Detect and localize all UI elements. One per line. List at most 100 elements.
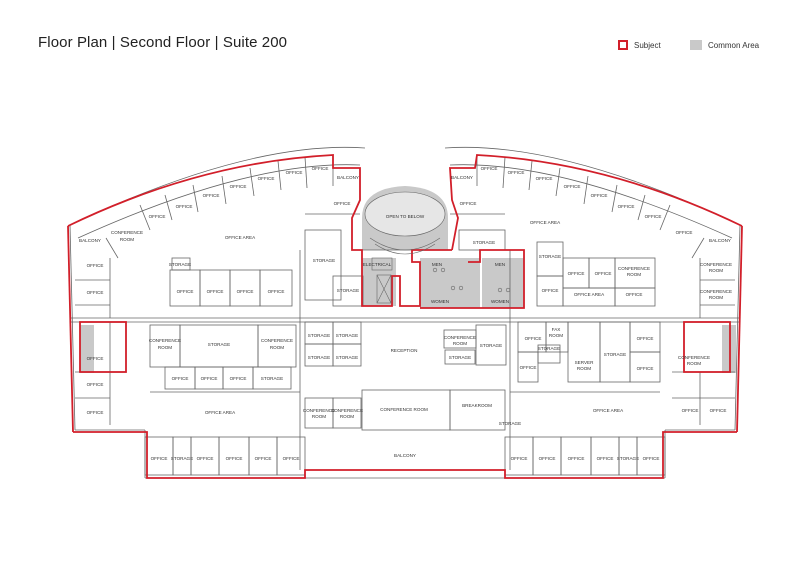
room-office-r2: OFFICE xyxy=(508,170,525,175)
common-area-swatch xyxy=(690,40,702,50)
room-office-r3: OFFICE xyxy=(536,176,553,181)
room-office-r9: OFFICE xyxy=(460,201,477,206)
room-office-b1: OFFICE xyxy=(151,456,168,461)
room-labels: BALCONY CONFERENCE ROOM OFFICE OFFICE OF… xyxy=(79,166,732,461)
room-office-m2: OFFICE xyxy=(201,376,218,381)
room-office-b8: OFFICE xyxy=(539,456,556,461)
room-conference-c2: CONFERENCE xyxy=(331,408,363,413)
room-men-right: MEN xyxy=(495,262,505,267)
room-women-right: WOMEN xyxy=(491,299,509,304)
room-conference-e3: CONFERENCE xyxy=(678,355,710,360)
room-office-area-nw: OFFICE AREA xyxy=(225,235,256,240)
room-breakroom: BREAKROOM xyxy=(462,403,492,408)
room-office-l5: OFFICE xyxy=(258,176,275,181)
subject-outline xyxy=(67,154,743,479)
room-office-e8: OFFICE xyxy=(637,366,654,371)
room-conference-c1b: ROOM xyxy=(312,414,326,419)
room-office-area-se: OFFICE AREA xyxy=(593,408,624,413)
room-conference-mid-left-1: CONFERENCE xyxy=(149,338,181,343)
room-office-row3: OFFICE xyxy=(237,289,254,294)
room-conference-room-center: CONFERENCE ROOM xyxy=(380,407,428,412)
room-fax-room-2: ROOM xyxy=(549,333,563,338)
room-storage-b2: STORAGE xyxy=(171,456,193,461)
room-storage-ne: STORAGE xyxy=(539,254,561,259)
room-office-b5: OFFICE xyxy=(255,456,272,461)
room-conference-e3b: ROOM xyxy=(687,361,701,366)
room-storage-small-nw: STORAGE xyxy=(169,262,191,267)
room-office-e10: OFFICE xyxy=(710,408,727,413)
room-office-w5: OFFICE xyxy=(87,410,104,415)
room-office-l4: OFFICE xyxy=(230,184,247,189)
page-title: Floor Plan | Second Floor | Suite 200 xyxy=(38,34,288,51)
room-conference-ne1b: ROOM xyxy=(627,272,641,277)
room-office-area-ne: OFFICE AREA xyxy=(530,220,561,225)
room-balcony-left: BALCONY xyxy=(79,238,101,243)
room-office-row1: OFFICE xyxy=(177,289,194,294)
room-conference-c3b: ROOM xyxy=(453,341,467,346)
room-office-b10: OFFICE xyxy=(597,456,614,461)
room-storage-nw: STORAGE xyxy=(313,258,335,263)
room-balcony-bottom: BALCONY xyxy=(394,453,416,458)
room-storage-c4: STORAGE xyxy=(336,355,358,360)
room-conference-left-1: CONFERENCE xyxy=(111,230,143,235)
room-office-e7: OFFICE xyxy=(637,336,654,341)
room-office-ne2: OFFICE xyxy=(595,271,612,276)
room-conference-e1: CONFERENCE xyxy=(700,262,732,267)
room-office-ne3: OFFICE xyxy=(542,288,559,293)
room-conference-ne1: CONFERENCE xyxy=(618,266,650,271)
room-office-w1: OFFICE xyxy=(87,263,104,268)
room-conference-left-2: ROOM xyxy=(120,237,134,242)
room-office-l1: OFFICE xyxy=(149,214,166,219)
room-storage-nw2: STORAGE xyxy=(337,288,359,293)
room-office-r6: OFFICE xyxy=(618,204,635,209)
room-office-l7: OFFICE xyxy=(312,166,329,171)
room-office-b4: OFFICE xyxy=(226,456,243,461)
room-conference-e2: CONFERENCE xyxy=(700,289,732,294)
room-storage-c2: STORAGE xyxy=(336,333,358,338)
room-office-m1: OFFICE xyxy=(172,376,189,381)
room-office-m3: OFFICE xyxy=(230,376,247,381)
room-office-e5: OFFICE xyxy=(520,365,537,370)
room-office-b12: OFFICE xyxy=(643,456,660,461)
room-storage-e6: STORAGE xyxy=(604,352,626,357)
room-storage-se: STORAGE xyxy=(499,421,521,426)
room-storage-b11: STORAGE xyxy=(617,456,639,461)
subject-swatch xyxy=(618,40,628,50)
room-conference-c1: CONFERENCE xyxy=(303,408,335,413)
room-conference-e1b: ROOM xyxy=(709,268,723,273)
legend-common-area: Common Area xyxy=(690,40,759,50)
room-conference-mid-left-4: ROOM xyxy=(270,345,284,350)
room-fax-room-1: FAX xyxy=(552,327,561,332)
room-office-b3: OFFICE xyxy=(197,456,214,461)
room-balcony-top-right: BALCONY xyxy=(451,175,473,180)
room-women-left: WOMEN xyxy=(431,299,449,304)
room-office-l8: OFFICE xyxy=(334,201,351,206)
room-storage-c6: STORAGE xyxy=(449,355,471,360)
room-conference-c2b: ROOM xyxy=(340,414,354,419)
room-office-ne4: OFFICE xyxy=(626,292,643,297)
room-conference-mid-left-3: CONFERENCE xyxy=(261,338,293,343)
room-storage-m4: STORAGE xyxy=(261,376,283,381)
room-men-left: MEN xyxy=(432,262,442,267)
room-office-w4: OFFICE xyxy=(87,382,104,387)
room-office-area-ne2: OFFICE AREA xyxy=(574,292,605,297)
room-office-area-sw: OFFICE AREA xyxy=(205,410,236,415)
room-office-r7: OFFICE xyxy=(645,214,662,219)
room-server-room-1: SERVER xyxy=(575,360,594,365)
room-office-l6: OFFICE xyxy=(286,170,303,175)
room-conference-c3: CONFERENCE xyxy=(444,335,476,340)
room-office-ne1: OFFICE xyxy=(568,271,585,276)
room-conference-e2b: ROOM xyxy=(709,295,723,300)
room-office-r1: OFFICE xyxy=(481,166,498,171)
room-office-r5: OFFICE xyxy=(591,193,608,198)
room-balcony-top-left: BALCONY xyxy=(337,175,359,180)
room-office-row4: OFFICE xyxy=(268,289,285,294)
room-office-e3: OFFICE xyxy=(525,336,542,341)
room-electrical: ELECTRICAL xyxy=(363,262,392,267)
subject-legend-label: Subject xyxy=(634,40,661,50)
room-office-e9: OFFICE xyxy=(682,408,699,413)
room-office-b9: OFFICE xyxy=(568,456,585,461)
room-office-w2: OFFICE xyxy=(87,290,104,295)
room-server-room-2: ROOM xyxy=(577,366,591,371)
